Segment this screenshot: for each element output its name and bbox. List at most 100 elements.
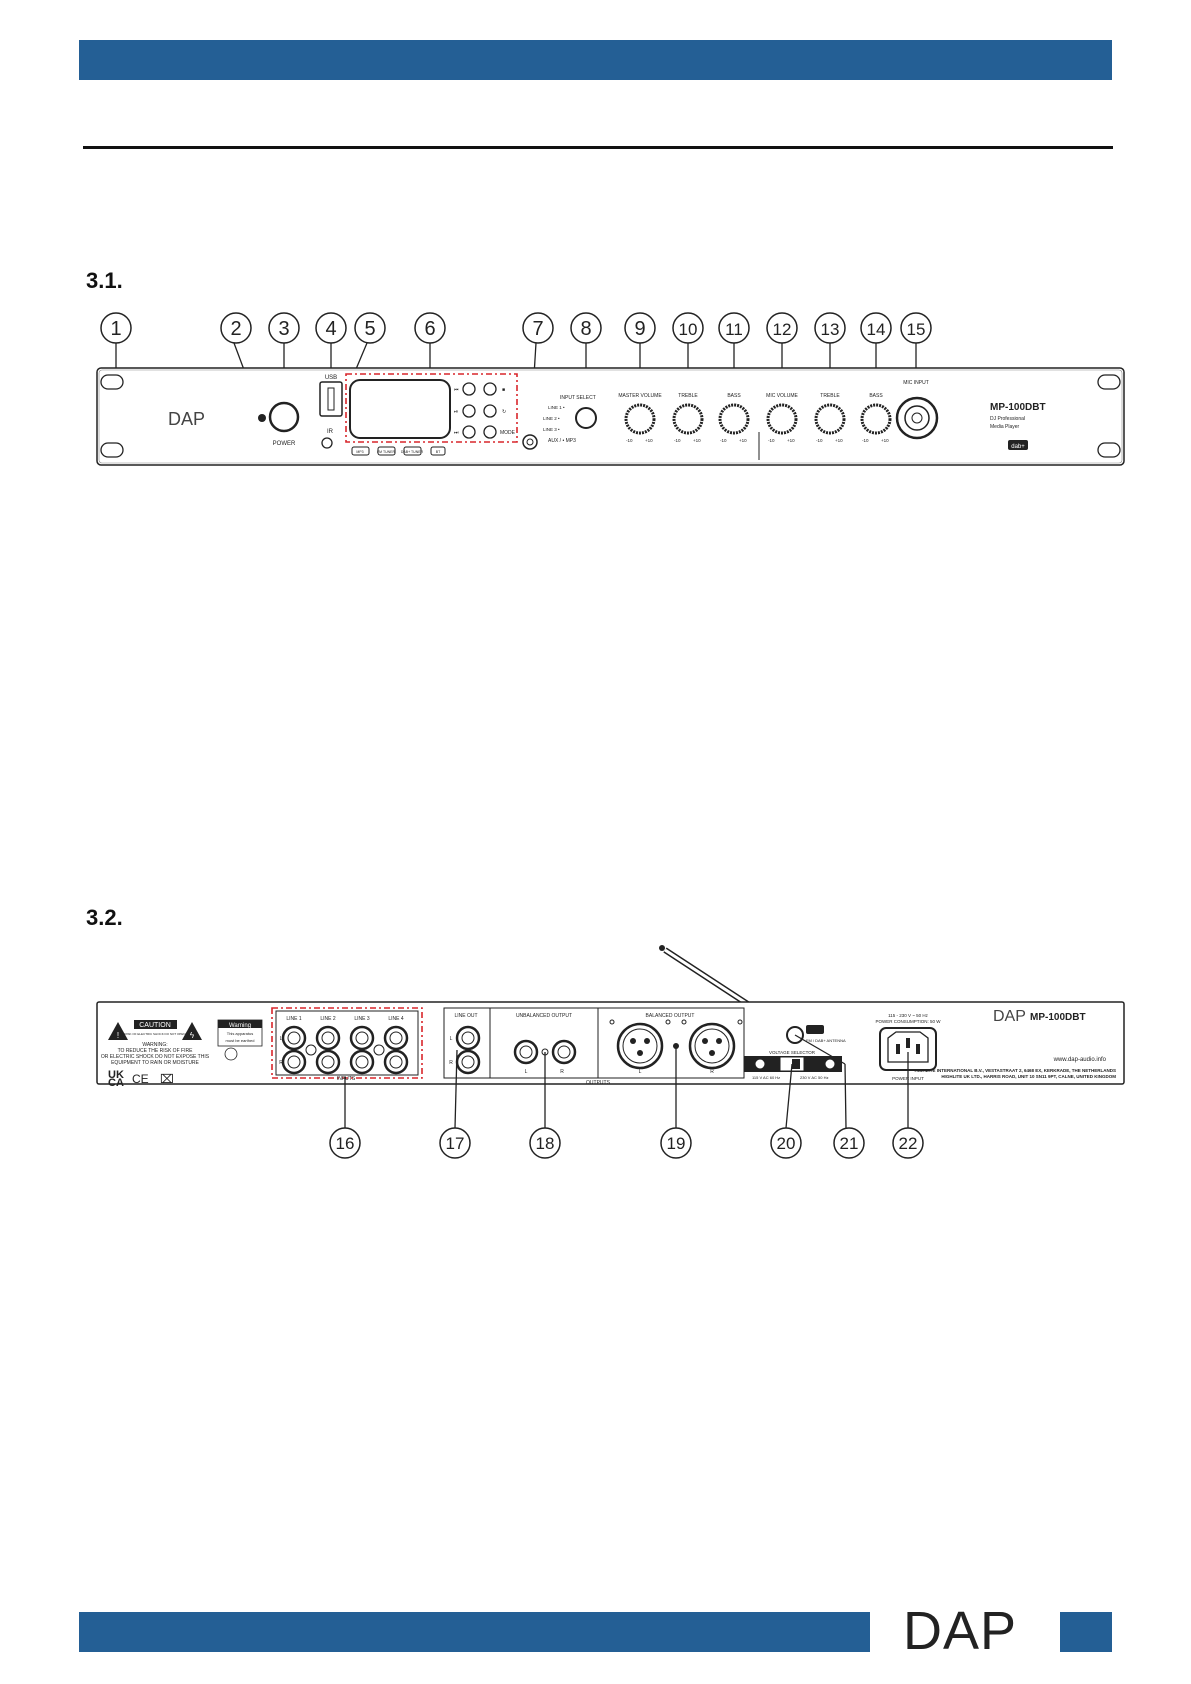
callout-22 bbox=[892, 1127, 924, 1159]
section-front-number: 3.1. bbox=[86, 268, 123, 293]
callout-num-6: 6 bbox=[424, 318, 435, 340]
xlr-output-l[interactable] bbox=[616, 1022, 664, 1070]
address-line-2: HIGHLITE UK LTD., HARRIS ROAD, UNIT 10 S… bbox=[941, 1074, 1116, 1079]
display-button[interactable] bbox=[483, 425, 497, 439]
input-line4-label: LINE 4 bbox=[388, 1016, 404, 1022]
knob-max-label: +10 bbox=[645, 438, 653, 443]
bt-source-button[interactable] bbox=[430, 446, 446, 456]
outputs-label: OUTPUTS bbox=[586, 1080, 611, 1086]
line2-label: LINE 2 • bbox=[543, 416, 560, 421]
input-line2-label: LINE 2 bbox=[320, 1016, 336, 1022]
caution-box bbox=[134, 1020, 177, 1029]
section-rear-number: 3.2. bbox=[86, 905, 123, 930]
aux-jack[interactable] bbox=[522, 434, 538, 450]
display-module-highlight bbox=[345, 373, 518, 443]
bt-button-label: BT bbox=[436, 450, 441, 454]
callout-num-14: 14 bbox=[867, 320, 886, 339]
unbal-l-label: L bbox=[525, 1069, 528, 1075]
callout-num-16: 16 bbox=[336, 1134, 355, 1153]
warning-title: WARNING: bbox=[142, 1042, 167, 1048]
knob-min-label: -10 bbox=[768, 438, 775, 443]
mic-input-label: MIC INPUT bbox=[903, 380, 929, 386]
treble-label: TREBLE bbox=[678, 393, 698, 399]
callout-num-2: 2 bbox=[230, 318, 241, 340]
dab-button-label: DAB+ TUNER bbox=[401, 450, 424, 454]
mic-treble-label: TREBLE bbox=[820, 393, 840, 399]
mic-bass-knob[interactable] bbox=[860, 403, 892, 435]
front-model: MP-100DBT bbox=[990, 402, 1046, 413]
line-out-l-label: L bbox=[450, 1036, 453, 1042]
usb-port[interactable] bbox=[319, 381, 343, 417]
master-volume-knob-group: MASTER VOLUME bbox=[618, 393, 662, 435]
ce-mark: CE bbox=[132, 1072, 149, 1086]
callout-21 bbox=[833, 1127, 865, 1159]
mic-volume-label: MIC VOLUME bbox=[766, 393, 798, 399]
line-out-label: LINE OUT bbox=[454, 1013, 477, 1019]
display-button[interactable] bbox=[462, 404, 476, 418]
address-line-1: HIGHLITE INTERNATIONAL B.V., VESTASTRAAT… bbox=[914, 1068, 1116, 1073]
line1-label: LINE 1 • bbox=[548, 405, 565, 410]
footer-logo: DAP bbox=[903, 1601, 1018, 1661]
mp3-button-label: MP3 bbox=[356, 450, 363, 454]
front-callouts bbox=[100, 312, 932, 344]
footer-page-box bbox=[1060, 1612, 1112, 1652]
fm-source-button[interactable] bbox=[377, 446, 396, 456]
knob-max-label: +10 bbox=[881, 438, 889, 443]
knob-min-label: -10 bbox=[816, 438, 823, 443]
callout-2 bbox=[220, 312, 252, 344]
display-button[interactable] bbox=[483, 404, 497, 418]
master-volume-knob[interactable] bbox=[624, 403, 656, 435]
knob-min-label: -10 bbox=[862, 438, 869, 443]
display-button[interactable] bbox=[483, 382, 497, 396]
callout-num-18: 18 bbox=[536, 1134, 555, 1153]
knob-max-label: +10 bbox=[835, 438, 843, 443]
knob-min-label: -10 bbox=[674, 438, 681, 443]
rear-model: MP-100DBT bbox=[1030, 1012, 1086, 1023]
dab-source-button[interactable] bbox=[403, 446, 422, 456]
input-select-knob[interactable] bbox=[575, 407, 597, 429]
xlr-output-r[interactable] bbox=[688, 1022, 736, 1070]
warning-l2: OR ELECTRIC SHOCK DO NOT EXPOSE THIS bbox=[101, 1054, 210, 1060]
front-panel-body bbox=[96, 367, 1125, 466]
power-spec-1: 115 - 230 V ~ 50 Hz bbox=[888, 1013, 929, 1018]
mic-treble-knob[interactable] bbox=[814, 403, 846, 435]
warning-triangle-icon bbox=[108, 1022, 128, 1040]
earth-warning-title: Warning bbox=[229, 1023, 251, 1029]
display-button[interactable] bbox=[462, 425, 476, 439]
rack-hole-br bbox=[1097, 442, 1121, 458]
mic-volume-knob[interactable] bbox=[766, 403, 798, 435]
callout-num-1: 1 bbox=[110, 318, 121, 340]
callout-num-7: 7 bbox=[532, 318, 543, 340]
callout-16 bbox=[329, 1127, 361, 1159]
svg-text:!: ! bbox=[117, 1031, 119, 1040]
mp3-source-button[interactable] bbox=[351, 446, 370, 456]
voltage-115-label: 115 V AC 60 Hz bbox=[752, 1075, 780, 1080]
header-rule bbox=[83, 146, 1113, 149]
inputs-l-label: L bbox=[280, 1036, 283, 1042]
inputs-label: INPUTS bbox=[337, 1076, 356, 1082]
front-brand-logo: DAP bbox=[168, 409, 205, 429]
callout-19 bbox=[660, 1127, 692, 1159]
ukca-mark-2: CA bbox=[108, 1077, 124, 1089]
front-sub2: Media Player bbox=[990, 424, 1020, 430]
rack-hole-tl bbox=[100, 374, 124, 390]
callout-20 bbox=[770, 1127, 802, 1159]
callout-num-21: 21 bbox=[840, 1134, 859, 1153]
svg-text:■: ■ bbox=[502, 387, 505, 393]
rear-leader-lines bbox=[344, 1034, 909, 1129]
callout-num-10: 10 bbox=[679, 320, 698, 339]
treble-knob[interactable] bbox=[672, 403, 704, 435]
power-button[interactable] bbox=[268, 401, 300, 433]
power-led bbox=[258, 414, 266, 422]
line3-label: LINE 3 • bbox=[543, 427, 560, 432]
front-dab-label: dab+ bbox=[1011, 444, 1025, 450]
caution-label: CAUTION bbox=[139, 1022, 171, 1029]
master-volume-label: MASTER VOLUME bbox=[618, 393, 662, 399]
weee-icon: ⌧ bbox=[160, 1072, 174, 1086]
bass-knob[interactable] bbox=[718, 403, 750, 435]
callout-num-11: 11 bbox=[725, 320, 743, 339]
power-label: POWER bbox=[273, 441, 296, 447]
callout-num-4: 4 bbox=[325, 318, 336, 340]
display-button[interactable] bbox=[462, 382, 476, 396]
mic-bass-label: BASS bbox=[869, 393, 883, 399]
